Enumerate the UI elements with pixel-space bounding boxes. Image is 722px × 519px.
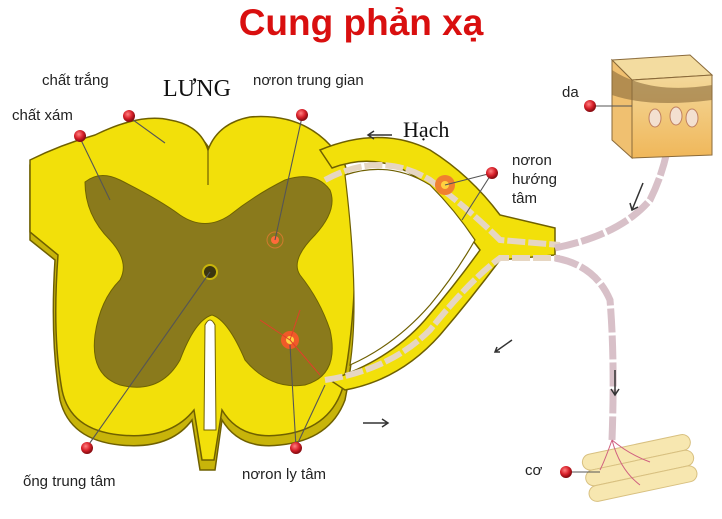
pin-noron-huong-tam: [486, 167, 498, 179]
pin-noron-trung-gian: [296, 109, 308, 121]
label-noron-huong-tam: nơron hướng tâm: [512, 152, 557, 207]
pin-da: [584, 100, 596, 112]
motor-neuron-cell: [259, 309, 321, 376]
label-co: cơ: [525, 462, 543, 479]
nerve-roots: [318, 136, 561, 391]
spinal-cord: [29, 115, 359, 471]
label-ong-trung-tam: ống trung tâm: [23, 473, 116, 490]
label-noron-ly-tam: nơron ly tâm: [242, 466, 327, 483]
pin-ong-trung-tam: [81, 442, 93, 454]
peripheral-nerves: [554, 134, 674, 441]
label-chat-trang: chất trắng: [42, 72, 109, 89]
pointer-lines: [79, 105, 632, 473]
label-hach: Hạch: [403, 117, 450, 142]
direction-arrows: [363, 130, 644, 428]
pin-noron-ly-tam: [290, 442, 302, 454]
label-chat-xam: chất xám: [12, 107, 73, 124]
muscle-block: [581, 434, 698, 502]
label-noron-trung-gian: nơron trung gian: [253, 72, 364, 89]
skin-block: [610, 54, 714, 160]
label-lung: LƯNG: [163, 76, 231, 102]
pin-chat-trang: [123, 110, 135, 122]
label-da: da: [562, 84, 579, 101]
pin-co: [560, 466, 572, 478]
diagram-title: Cung phản xạ: [238, 2, 484, 43]
label-pins: [74, 100, 596, 478]
pin-chat-xam: [74, 130, 86, 142]
